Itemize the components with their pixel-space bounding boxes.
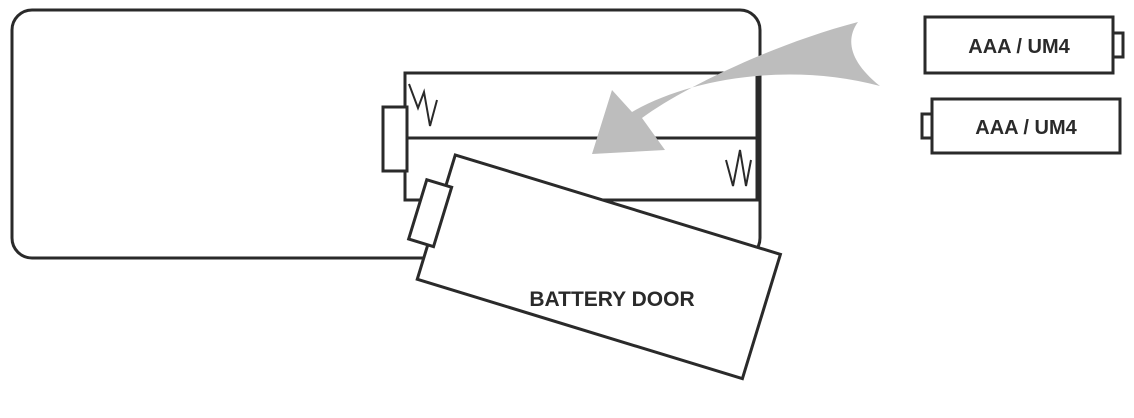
battery-door <box>406 153 783 381</box>
spring-bottom-icon <box>725 149 752 187</box>
battery-door-edge <box>432 187 453 247</box>
compartment-contact-tab <box>381 105 409 173</box>
battery-door-label: BATTERY DOOR <box>529 288 694 311</box>
battery-2-body <box>930 97 1122 155</box>
battery-1-terminal <box>1111 31 1125 59</box>
battery-compartment <box>381 71 759 202</box>
battery-aaa-2 <box>920 97 1122 155</box>
battery-aaa-1 <box>923 15 1125 75</box>
spring-top-icon <box>408 83 438 127</box>
battery-2-terminal <box>920 112 934 140</box>
battery-1-body <box>923 15 1115 75</box>
battery-1-label: AAA / UM4 <box>968 36 1070 58</box>
battery-2-label: AAA / UM4 <box>975 117 1077 139</box>
insert-arrow-icon <box>592 22 880 154</box>
